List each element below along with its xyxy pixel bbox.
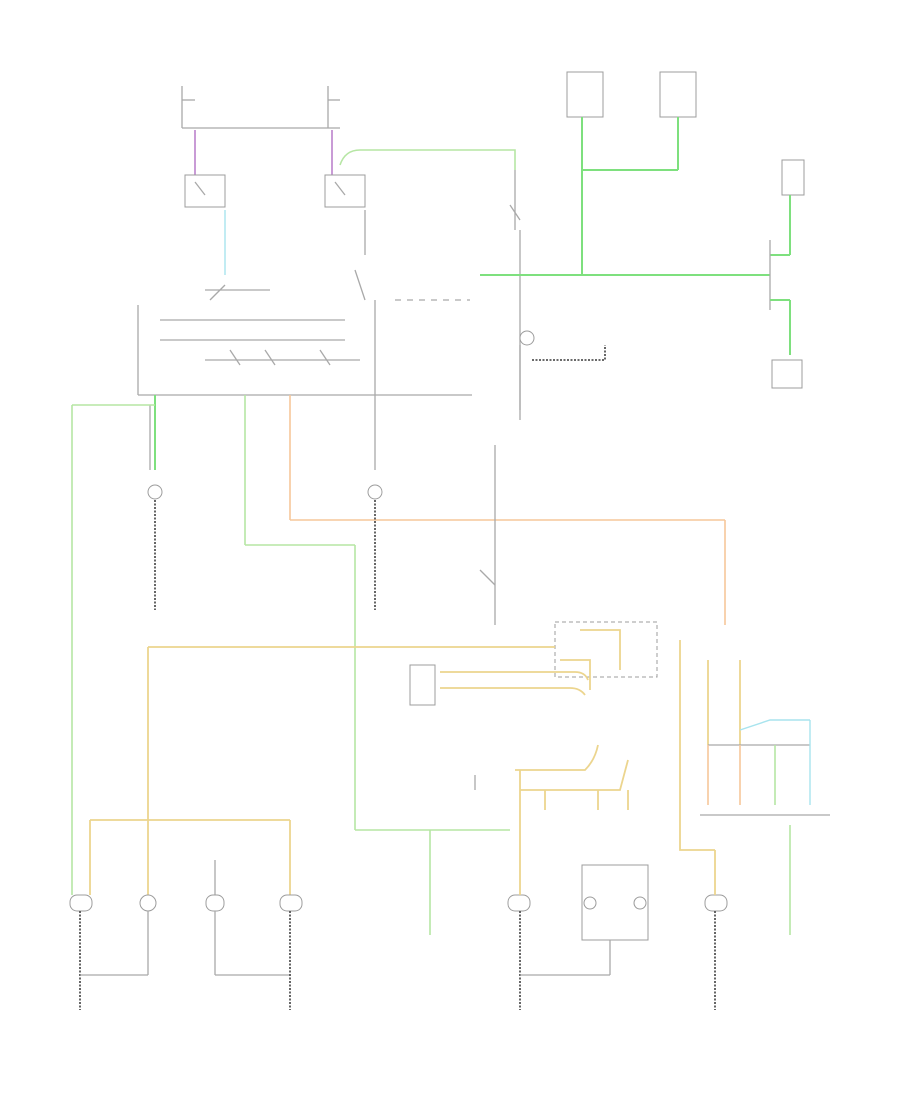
connector-block: [409, 664, 436, 706]
license-lamp: [581, 864, 649, 941]
sensor-right: [659, 71, 697, 118]
indicator-right: [367, 484, 383, 500]
multifunction-switch: [137, 269, 472, 396]
indicator-left: [147, 484, 163, 500]
left-lamp-3: [205, 894, 225, 912]
left-lamp-2: [139, 894, 157, 912]
left-lamp-4: [279, 894, 303, 912]
flasher-left: [184, 174, 226, 208]
sensor-left: [566, 71, 604, 118]
right-lamp-2: [704, 894, 728, 912]
trailer-relay: [554, 621, 658, 678]
left-lamp-1: [69, 894, 93, 912]
top-power-feeds: [181, 86, 340, 175]
clutch-switch: [781, 159, 805, 196]
remote-module: [771, 359, 803, 389]
indicator-bulb-icon: [519, 330, 535, 346]
flasher-to-brake-wire: [339, 149, 516, 170]
right-lamp-1: [507, 894, 531, 912]
flasher-right: [324, 174, 366, 208]
